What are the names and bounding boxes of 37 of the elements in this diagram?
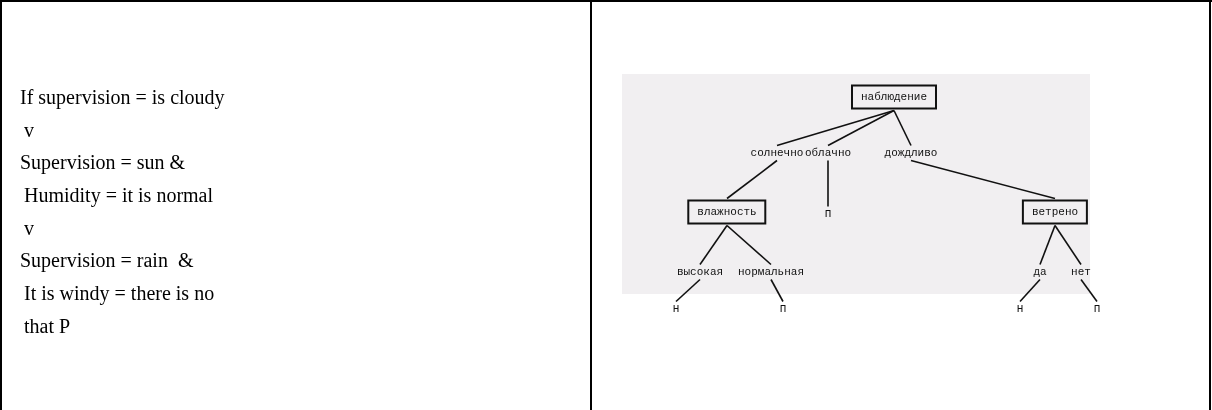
branch-line	[770, 278, 784, 303]
branch-label: да	[1033, 265, 1047, 279]
branch-label: П	[779, 302, 787, 316]
branch-line	[699, 224, 728, 266]
branch-line	[675, 278, 701, 303]
branch-label: нормальная	[738, 265, 804, 279]
rule-text: If supervision = is cloudy	[20, 85, 225, 109]
branch-label: П	[824, 207, 832, 221]
branch-label: П	[1093, 302, 1101, 316]
rule-text: Supervision = sun &	[20, 150, 186, 174]
rule-text: that P	[24, 314, 71, 338]
branch-line	[827, 159, 829, 208]
branch-line	[1054, 224, 1082, 266]
branch-label: дождливо	[884, 146, 938, 160]
rule-text: v	[24, 216, 34, 240]
branch-label: облачно	[804, 146, 852, 160]
branch-line	[776, 109, 895, 147]
rule-text: It is windy = there is no	[24, 281, 215, 305]
attribute-box: ветрено	[1021, 199, 1089, 225]
branch-line	[726, 224, 772, 266]
rule-text: v	[24, 118, 34, 142]
branch-line	[1019, 278, 1041, 303]
branch-line	[1080, 278, 1098, 303]
branch-label: высокая	[676, 265, 724, 279]
rule-text: Supervision = rain &	[20, 248, 194, 272]
branch-line	[1039, 224, 1056, 266]
branch-line	[910, 159, 1056, 200]
branch-label: солнечно	[750, 146, 804, 160]
branch-label: нет	[1071, 265, 1091, 279]
branch-line	[827, 109, 895, 147]
branch-line	[726, 159, 778, 200]
branch-line	[893, 109, 912, 147]
attribute-box: влажность	[687, 199, 767, 225]
branch-label: Н	[672, 302, 680, 316]
branch-label: Н	[1016, 302, 1024, 316]
attribute-box: наблюдение	[851, 84, 937, 110]
rule-text: Humidity = it is normal	[24, 183, 214, 207]
